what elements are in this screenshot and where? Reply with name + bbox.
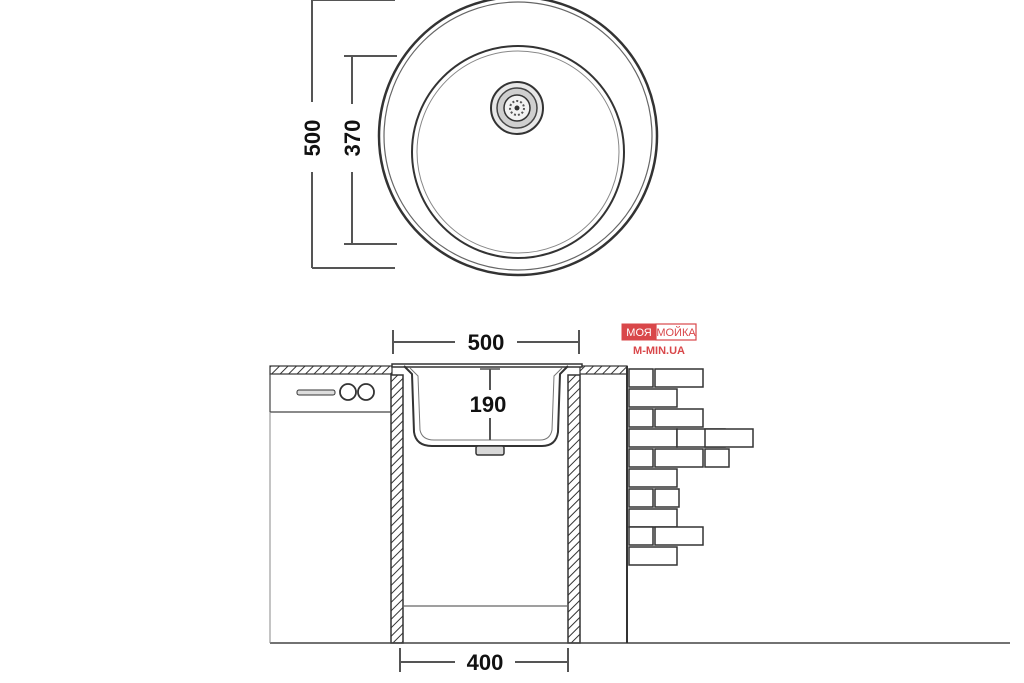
- dimension-outer-diameter: 500: [300, 0, 395, 269]
- sink-outer-rim: [377, 0, 659, 277]
- dimension-bowl-diameter: 370: [340, 55, 397, 245]
- sink-rim-lip: [391, 363, 583, 368]
- appliance-panel: [269, 374, 391, 643]
- brick-wall: [626, 366, 754, 643]
- dimension-cabinet-width: 400: [399, 648, 569, 675]
- knob-icon: [339, 383, 357, 401]
- cabinet-width-label: 400: [467, 650, 504, 675]
- countertop-right: [579, 365, 628, 375]
- cabinet-wall-right: [567, 374, 581, 644]
- appliance-handle-icon: [296, 389, 336, 396]
- outer-diameter-label: 500: [300, 120, 325, 157]
- drain-icon: [490, 81, 544, 135]
- depth-label: 190: [470, 392, 507, 417]
- dimension-depth: 190: [470, 368, 507, 440]
- watermark-word-left: МОЯ: [626, 327, 651, 339]
- watermark-word-right: МОЙКА: [656, 326, 696, 339]
- sink-bowl-inner-profile: [409, 367, 563, 441]
- bowl-diameter-label: 370: [340, 120, 365, 157]
- sink-bowl-edge: [411, 45, 625, 259]
- top-width-label: 500: [468, 330, 505, 355]
- watermark-url: M-MIN.UA: [633, 345, 685, 357]
- countertop-left: [269, 365, 393, 375]
- section-view: 500 190: [269, 330, 1010, 675]
- cabinet-wall-left: [390, 374, 404, 644]
- watermark-logo: МОЯ МОЙКА M-MIN.UA: [621, 323, 697, 357]
- top-view: 500 370: [300, 0, 659, 277]
- drain-outlet-icon: [475, 445, 505, 456]
- knob-icon: [357, 383, 375, 401]
- sink-bowl-inner: [416, 50, 620, 254]
- dimension-top-width: 500: [392, 330, 580, 355]
- sink-rim-inner-edge: [383, 1, 653, 271]
